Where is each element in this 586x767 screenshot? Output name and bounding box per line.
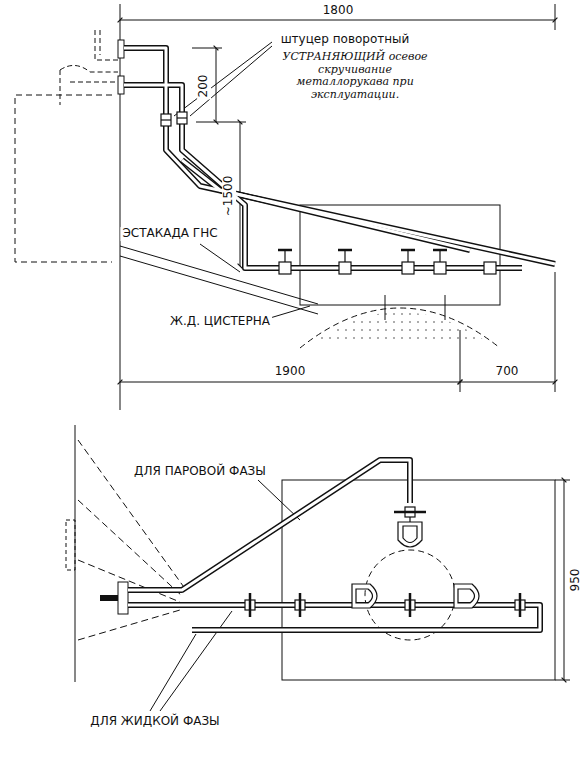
swivel-fitting [161, 114, 171, 126]
leader-line [150, 634, 196, 711]
valve-handwheel [338, 249, 352, 252]
tank-shell-hatch [310, 312, 490, 344]
structure-name: ЭСТАКАДА ГНС [120, 227, 219, 241]
extension-line [555, 480, 570, 481]
valve-handwheel [401, 249, 415, 252]
dimension-value: 1900 [273, 365, 308, 379]
tank-hatch [385, 295, 386, 320]
fitting-group [161, 112, 525, 617]
pipe-bore [182, 160, 470, 250]
valve-handwheel [433, 249, 447, 252]
swivel-fitting-joint [161, 119, 171, 120]
dimension-value: 200 [197, 73, 211, 100]
valve-handle [299, 593, 302, 617]
flange [118, 40, 124, 58]
pipe-outline [128, 460, 410, 590]
valve-handle [409, 593, 412, 617]
valve-stem [284, 250, 285, 262]
dimension-line [120, 382, 460, 383]
extension-line [555, 680, 570, 681]
swivel-fitting [177, 112, 187, 124]
pipe-group [124, 48, 555, 630]
leader-line [174, 42, 272, 116]
overpass-deck [120, 246, 318, 314]
valve-stem [407, 250, 408, 262]
leader-line [160, 611, 232, 711]
valve-body [402, 262, 414, 274]
dimension-value: 950 [569, 567, 583, 594]
pipe-label: ДЛЯ ЖИДКОЙ ФАЗЫ [88, 715, 221, 729]
extension-line [120, 4, 121, 410]
structure-name: Ж.Д. ЦИСТЕРНА [168, 315, 272, 329]
flange [118, 76, 124, 94]
tank-coupling [454, 584, 479, 608]
tank-outline [300, 205, 500, 305]
station-pipework [60, 30, 118, 105]
building-outline [15, 95, 112, 262]
flange [118, 582, 128, 614]
valve-stem [439, 250, 440, 262]
wall-detail [66, 520, 75, 570]
extension-line [555, 272, 556, 392]
tank-coupling [352, 584, 377, 608]
valve-handle [394, 511, 426, 514]
valve-handwheel [278, 249, 292, 252]
valve-handle [519, 593, 522, 617]
swivel-fitting-joint [177, 117, 187, 118]
tank-hatch [445, 295, 446, 320]
valve-body [484, 262, 496, 274]
leader-line [190, 46, 272, 116]
pipe-bore [128, 605, 540, 630]
tank-plan [282, 480, 555, 680]
valve-body [279, 262, 291, 274]
extension-line [555, 4, 556, 30]
note-text: УСТРАНЯЮЩИЙ осевое скручивание металлору… [278, 51, 432, 102]
tank-coupling [398, 522, 422, 547]
dimension-value: 1800 [321, 4, 356, 18]
dimension-value: 700 [494, 365, 521, 379]
tank-hatch-plan [365, 550, 455, 640]
extension-line [192, 48, 222, 49]
station-pipe [100, 595, 118, 601]
dimension-value: ~1500 [222, 174, 236, 219]
tank-shell [300, 308, 500, 348]
extension-line [196, 122, 246, 123]
valve-handle [249, 593, 252, 617]
pipe-outline [128, 605, 540, 630]
pipe-label: ДЛЯ ПАРОВОЙ ФАЗЫ [132, 465, 268, 479]
valve-body [434, 262, 446, 274]
dimension-line [564, 480, 565, 680]
valve-stem [344, 250, 345, 262]
dimension-line [120, 20, 555, 21]
valve-body [339, 262, 351, 274]
part-name: штуцер поворотный [279, 33, 412, 47]
dimension-line [460, 382, 555, 383]
leader-line [200, 244, 240, 272]
coupling-stem [409, 517, 410, 522]
pipe-bore [128, 460, 410, 590]
leader-line [270, 306, 310, 318]
